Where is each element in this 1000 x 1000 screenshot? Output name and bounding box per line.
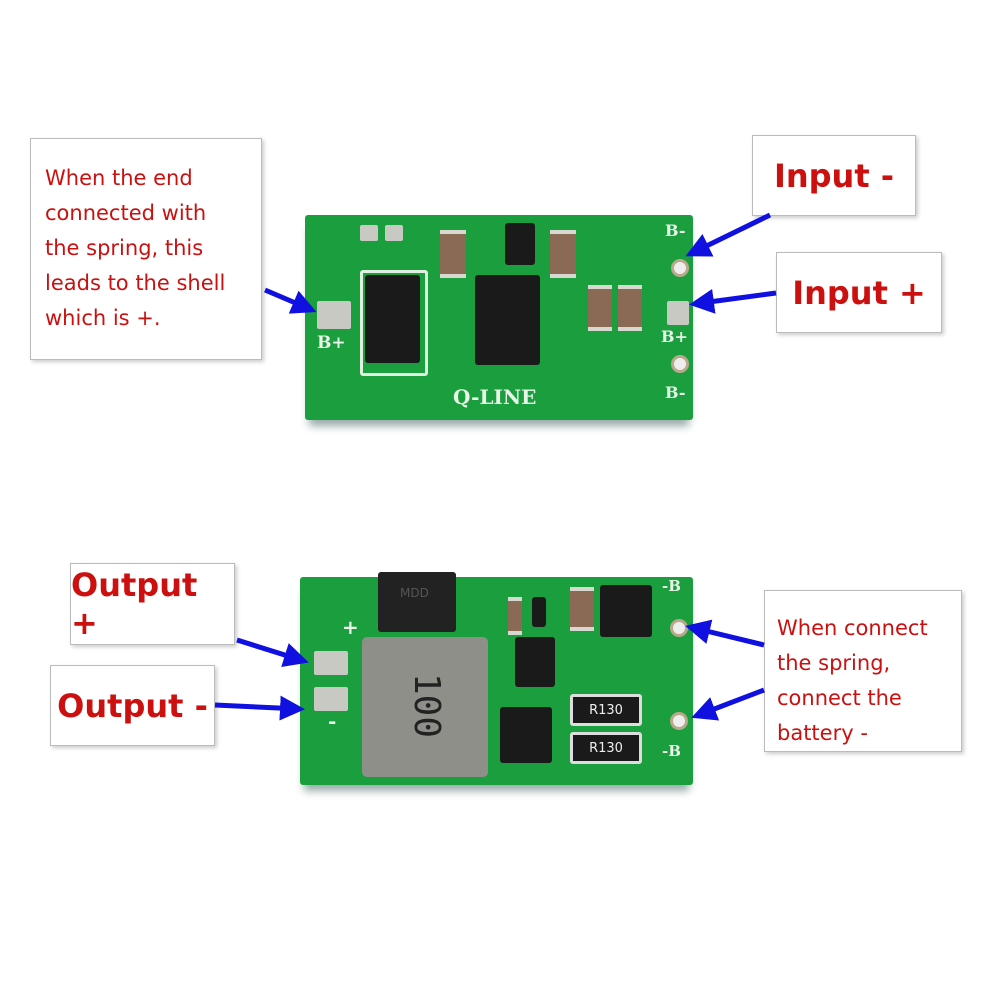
- output-minus-pad: [314, 687, 348, 711]
- minus-label: -: [328, 709, 337, 733]
- resistor-small: [532, 597, 546, 627]
- capacitor: [550, 230, 576, 278]
- arrow-input-plus: [689, 288, 777, 314]
- callout-line: When connect: [777, 616, 928, 640]
- b-minus-hole-bottom: [671, 355, 689, 373]
- arrow-battery-bottom: [691, 687, 765, 721]
- output-plus-pad: [314, 651, 348, 675]
- b-plus-pad-right: [667, 301, 689, 325]
- resistor-r130: R130: [570, 694, 642, 726]
- pad: [385, 225, 403, 241]
- diode: [365, 275, 420, 363]
- pcb-bottom-board: + - MDD 100 R130 R130 -B -B: [300, 572, 693, 785]
- b-plus-pad-left: [317, 301, 351, 329]
- resistor-marking: R130: [589, 740, 623, 756]
- diode-marking: MDD: [400, 586, 429, 600]
- diode-outline: [360, 270, 428, 376]
- arrow-input-minus: [685, 212, 772, 257]
- inductor: 100: [362, 637, 488, 777]
- callout-line: which is +.: [45, 306, 161, 330]
- callout-output-minus: Output -: [50, 665, 215, 746]
- callout-spring-shell: When the end connected with the spring, …: [30, 138, 262, 360]
- callout-line: When the end: [45, 166, 193, 190]
- capacitor: [570, 587, 594, 631]
- arrow-output-plus: [236, 637, 309, 667]
- callout-line: connected with: [45, 201, 207, 225]
- arrow-output-minus: [214, 695, 305, 721]
- plus-label: +: [342, 615, 359, 639]
- callout-line: leads to the shell: [45, 271, 226, 295]
- resistor-marking: R130: [589, 702, 623, 718]
- callout-line: the spring,: [777, 651, 891, 675]
- ic-soic8: [475, 275, 540, 365]
- b-minus-hole-top: [671, 259, 689, 277]
- ic-soic8: [500, 707, 552, 763]
- capacitor: [618, 285, 642, 331]
- resistor-r130: R130: [570, 732, 642, 764]
- b-plus-label-left: B+: [317, 333, 346, 353]
- pcb-top-board: B+ B- B+ B- Q-LINE: [305, 215, 693, 420]
- mosfet: [600, 585, 652, 637]
- capacitor: [588, 285, 612, 331]
- pad: [360, 225, 378, 241]
- callout-line: battery -: [777, 721, 868, 745]
- ic-sot23-6: [515, 637, 555, 687]
- capacitor: [440, 230, 466, 278]
- capacitor: [508, 597, 522, 635]
- callout-line: connect the: [777, 686, 902, 710]
- callout-spring-battery: When connect the spring, connect the bat…: [764, 590, 962, 752]
- callout-input-minus: Input -: [752, 135, 916, 216]
- callout-line: the spring, this: [45, 236, 204, 260]
- callout-input-plus: Input +: [776, 252, 942, 333]
- b-minus-label-top: -B: [662, 577, 681, 595]
- transistor: [505, 223, 535, 265]
- arrow-spring-shell: [264, 287, 317, 314]
- b-minus-label-top: B-: [665, 221, 686, 240]
- b-minus-label-bottom: -B: [662, 742, 681, 760]
- b-minus-label-bottom: B-: [665, 383, 686, 402]
- b-plus-label-right: B+: [661, 327, 688, 346]
- arrow-battery-top: [685, 619, 765, 648]
- callout-output-plus: Output +: [70, 563, 235, 645]
- diode: MDD: [378, 572, 456, 632]
- battery-hole-bottom: [670, 712, 688, 730]
- brand-label: Q-LINE: [453, 385, 537, 409]
